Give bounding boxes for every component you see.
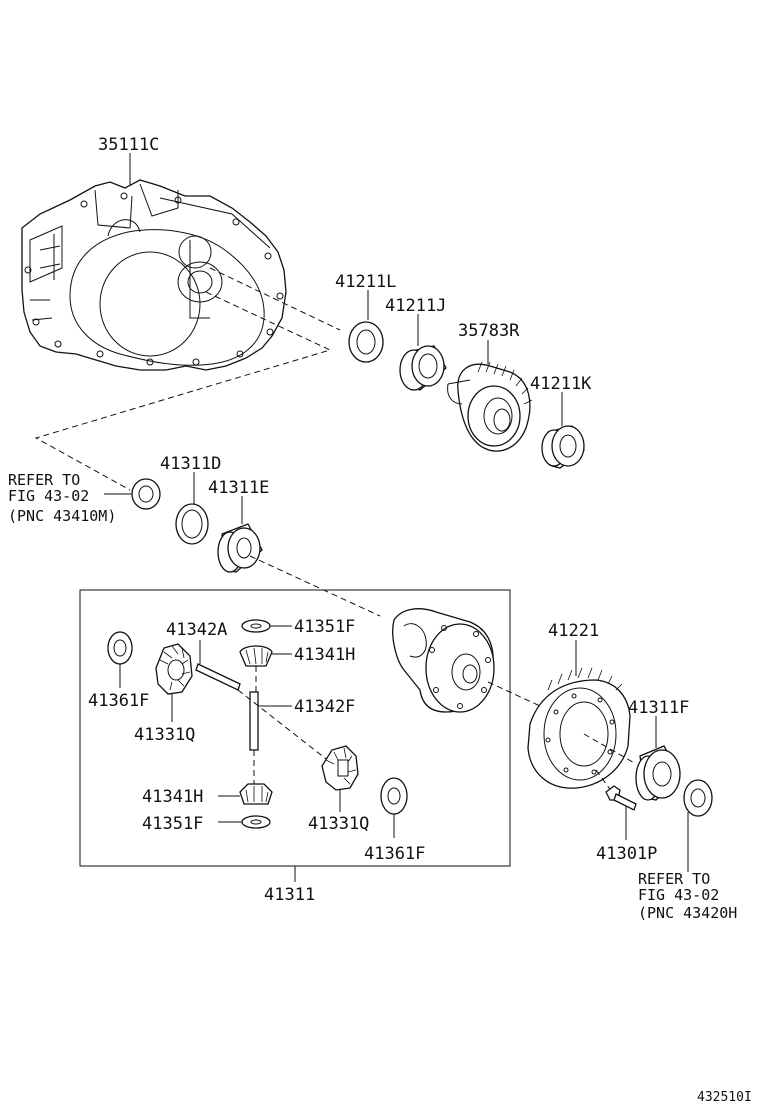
label-41351F-top: 41351F xyxy=(294,617,355,637)
label-35783R: 35783R xyxy=(458,321,520,341)
label-41361F-left: 41361F xyxy=(88,691,149,711)
ref-right-line1: REFER TO xyxy=(638,870,710,888)
ref-seal-right xyxy=(683,779,713,817)
label-41221: 41221 xyxy=(548,621,599,641)
ref-left-line1: REFER TO xyxy=(8,471,80,489)
pinion-shaft-41342F xyxy=(249,691,259,751)
ref-right-line2: FIG 43-02 xyxy=(638,886,719,904)
ref-left-line2: FIG 43-02 xyxy=(8,487,89,505)
label-41311D: 41311D xyxy=(160,454,221,474)
label-41311E: 41311E xyxy=(208,478,269,498)
bearing-41211J xyxy=(399,345,447,391)
shim-41311D xyxy=(175,503,209,545)
label-41341H-bottom: 41341H xyxy=(142,787,203,807)
differential-case xyxy=(392,608,495,713)
thrust-washer-41361F-left xyxy=(107,631,133,665)
label-41342A: 41342A xyxy=(166,620,227,640)
assembly-line xyxy=(34,291,332,491)
label-41211J: 41211J xyxy=(385,296,446,316)
ref-seal-left xyxy=(131,478,161,510)
label-41341H-top: 41341H xyxy=(294,645,355,665)
bearing-41311F xyxy=(635,745,681,801)
ref-right-line3: (PNC 43420H xyxy=(638,904,737,922)
bolt-41301P xyxy=(605,785,637,811)
label-41351F-bottom: 41351F xyxy=(142,814,203,834)
transaxle-case xyxy=(21,179,287,371)
thrust-washer-41361F-right xyxy=(380,777,408,815)
label-41301P: 41301P xyxy=(596,844,657,864)
bearing-41311E xyxy=(217,523,263,573)
assembly-line xyxy=(583,733,637,765)
label-41311: 41311 xyxy=(264,885,315,905)
assembly-line xyxy=(249,555,381,617)
driven-gear-35783R xyxy=(447,361,533,452)
washer-41351F-top xyxy=(241,619,271,633)
label-41342F: 41342F xyxy=(294,697,355,717)
label-case: 35111C xyxy=(98,135,159,155)
oil-seal-41211L xyxy=(348,321,384,363)
label-41361F-right: 41361F xyxy=(364,844,425,864)
label-41331Q-right: 41331Q xyxy=(308,814,369,834)
assembly-line xyxy=(595,769,613,793)
bearing-41211K xyxy=(541,425,585,469)
label-41211K: 41211K xyxy=(530,374,592,394)
label-41331Q-left: 41331Q xyxy=(134,725,195,745)
side-gear-41331Q-right xyxy=(321,745,359,791)
figure-id: 432510I xyxy=(697,1090,752,1105)
pinion-gear-41341H-bottom xyxy=(239,783,273,805)
washer-41351F-bottom xyxy=(241,815,271,829)
pinion-shaft-41342A xyxy=(195,663,241,691)
ring-gear-41221 xyxy=(527,667,631,789)
label-41211L: 41211L xyxy=(335,272,396,292)
assembly-line xyxy=(487,681,541,707)
pinion-gear-41341H-top xyxy=(239,645,273,667)
label-41311F: 41311F xyxy=(628,698,689,718)
ref-left-line3: (PNC 43410M) xyxy=(8,507,116,525)
assembly-line xyxy=(209,267,341,331)
side-gear-41331Q-left xyxy=(155,643,193,695)
